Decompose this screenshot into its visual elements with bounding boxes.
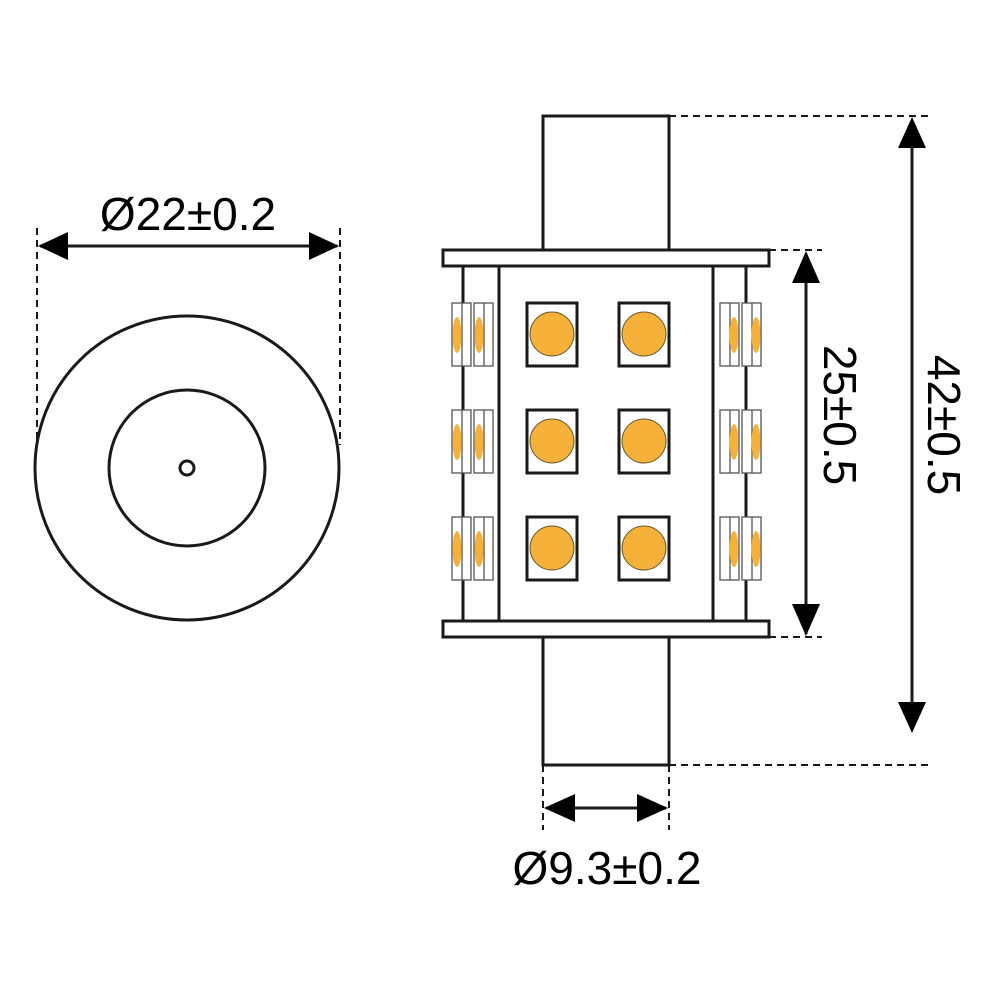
diameter-pin-label: Ø9.3±0.2 [513, 842, 702, 894]
side-led-emitter [751, 531, 761, 567]
side-view [441, 114, 771, 767]
arrowhead [792, 251, 820, 283]
top-flange [441, 248, 771, 268]
side-led-emitter [452, 317, 462, 353]
side-dimensions: 42±0.5 25±0.5 Ø9.3±0.2 [513, 115, 970, 894]
height-body-label: 25±0.5 [814, 345, 866, 485]
bottom-flange [441, 619, 771, 639]
arrowhead [309, 232, 339, 260]
front-led-emitter [621, 525, 667, 571]
top-pin [541, 114, 671, 252]
arrowhead [544, 794, 575, 822]
arrowhead [898, 117, 926, 148]
side-led-emitter [474, 424, 484, 460]
front-led-emitter [529, 418, 575, 464]
side-led-emitter [474, 317, 484, 353]
outer-circle [33, 314, 341, 622]
side-led-emitter [729, 424, 739, 460]
side-led-emitter [452, 531, 462, 567]
arrowhead [38, 232, 68, 260]
front-led-emitter [529, 525, 575, 571]
led-group [451, 301, 762, 582]
front-led-emitter [621, 311, 667, 357]
bottom-pin [541, 635, 671, 767]
front-led-emitter [621, 418, 667, 464]
side-led-emitter [751, 317, 761, 353]
top-view: Ø22±0.2 [33, 188, 341, 622]
side-led-emitter [474, 531, 484, 567]
arrowhead [637, 794, 668, 822]
arrowhead [898, 702, 926, 733]
inner-circle [107, 388, 267, 548]
arrowhead [792, 604, 820, 636]
side-led-emitter [452, 424, 462, 460]
front-led-emitter [529, 311, 575, 357]
height-total-label: 42±0.5 [918, 355, 970, 495]
side-led-emitter [729, 317, 739, 353]
side-led-emitter [729, 531, 739, 567]
diameter-body-label: Ø22±0.2 [100, 188, 276, 240]
center-dot [178, 459, 196, 477]
side-led-emitter [751, 424, 761, 460]
